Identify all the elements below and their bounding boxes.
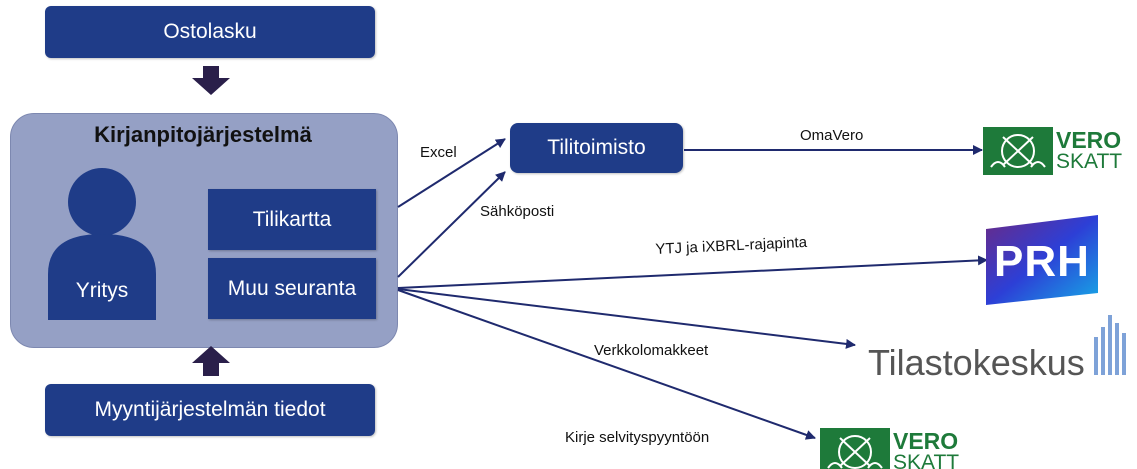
yritys-label: Yritys [75,279,129,302]
edge-excel [397,138,506,208]
vero-top-line2: SKATT [1056,150,1123,173]
tilastokeskus-bars-icon [1094,315,1126,375]
prh-text: PRH [994,237,1090,286]
tilitoimisto-box: Tilitoimisto [510,123,683,173]
myyntijarjestelma-label: Myyntijärjestelmän tiedot [94,398,326,421]
vero-emblem-icon [820,428,890,469]
ostolasku-label: Ostolasku [163,20,257,43]
edge-label-excel: Excel [420,144,457,161]
prh-logo: PRH [982,215,1102,305]
ostolasku-box: Ostolasku [45,6,375,58]
edge-verkkolomakkeet [397,288,856,349]
system-title: Kirjanpitojärjestelmä [94,122,312,147]
vero-logo-top: VERO SKATT [983,127,1125,175]
edge-sahkoposti [397,171,506,278]
tilikartta-label: Tilikartta [252,207,332,231]
edge-ytj [397,255,988,289]
vero-bottom-line2: SKATT [893,451,960,469]
vero-logo-bottom: VERO SKATT [820,428,962,469]
muu-seuranta-box: Muu seuranta [208,258,376,319]
down-arrow-ostolasku [192,66,230,95]
person-icon [48,168,156,320]
up-arrow-myynti [192,346,230,376]
vero-emblem-icon [983,127,1053,175]
prh-logo-shape [986,215,1098,305]
vero-bottom-line1: VERO [893,428,959,454]
edge-kirje [397,289,816,440]
edge-label-omavero: OmaVero [800,127,864,144]
myyntijarjestelma-box: Myyntijärjestelmän tiedot [45,384,375,436]
tilitoimisto-label: Tilitoimisto [547,136,646,159]
edge-label-kirje: Kirje selvityspyyntöön [565,429,710,446]
edge-label-verkkolomakkeet: Verkkolomakkeet [594,342,709,359]
edge-label-sahkoposti: Sähköposti [480,203,555,220]
muu-seuranta-label: Muu seuranta [227,276,357,300]
tilastokeskus-text: Tilastokeskus [868,342,1085,383]
vero-top-line1: VERO [1056,127,1122,153]
tilikartta-box: Tilikartta [208,189,376,250]
